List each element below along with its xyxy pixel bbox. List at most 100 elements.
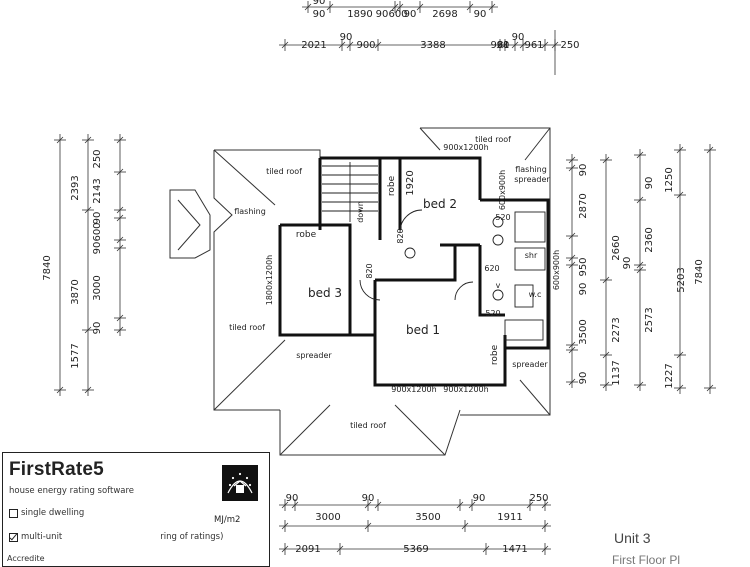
top-row2-label: 90 bbox=[497, 40, 510, 51]
bottom-row1-label: 90 bbox=[473, 493, 486, 504]
top-row2-label: 250 bbox=[560, 40, 579, 51]
right-row3-label: 90 bbox=[644, 177, 655, 190]
bottom-row3-label: 1471 bbox=[502, 544, 527, 555]
roof-edge bbox=[213, 149, 321, 411]
roof-edge bbox=[279, 404, 331, 456]
roof-outline bbox=[169, 127, 551, 456]
left-row1-label: 90 bbox=[92, 322, 103, 335]
bottom-row1-label: 250 bbox=[529, 493, 548, 504]
accredited-label: Accredite bbox=[7, 554, 45, 563]
single-dwelling-option: single dwelling bbox=[9, 508, 84, 518]
right-row3-label: 2360 bbox=[644, 227, 655, 252]
top-row2-label: 90 bbox=[340, 32, 353, 43]
multi-unit-option: multi-unit ring of ratings) bbox=[9, 532, 223, 542]
left-total-label: 7840 bbox=[42, 255, 53, 280]
door-width-label: 520 bbox=[485, 309, 500, 318]
top-row2-label: 3388 bbox=[420, 40, 445, 51]
roof-edge bbox=[169, 189, 211, 259]
wc-label: w.c bbox=[529, 290, 542, 299]
plan-title: First Floor Pl bbox=[612, 553, 681, 567]
vanity-bench bbox=[504, 319, 544, 341]
bottom-row2-label: 3500 bbox=[415, 512, 440, 523]
door-width-label: 820 bbox=[365, 263, 374, 278]
basin-icon bbox=[492, 216, 504, 228]
robe-label: robe bbox=[387, 175, 397, 196]
unit-label: Unit 3 bbox=[614, 530, 651, 546]
roof-edge bbox=[420, 127, 551, 416]
roof-edge bbox=[279, 409, 461, 456]
robe-label: robe bbox=[490, 344, 500, 365]
bed-1-label: bed 1 bbox=[406, 323, 440, 337]
toilet-icon bbox=[514, 284, 534, 308]
firstrate-stamp: FirstRate5 house energy rating software … bbox=[2, 452, 270, 567]
bottom-row3-label: 5369 bbox=[403, 544, 428, 555]
door-swing bbox=[454, 281, 474, 301]
energy-unit: MJ/m2 bbox=[214, 515, 241, 525]
top-row1-label: 90 bbox=[474, 9, 487, 20]
shower-tray bbox=[514, 211, 546, 243]
roof-edge bbox=[394, 404, 446, 456]
shower-label: shr bbox=[525, 251, 538, 260]
dim-1920-label: 1920 bbox=[405, 170, 416, 195]
left-row2-label: 1577 bbox=[70, 343, 81, 368]
right-row1-label: 90 bbox=[578, 164, 589, 177]
bottom-row2-label: 1911 bbox=[497, 512, 522, 523]
flashing-label: flashing bbox=[515, 165, 547, 174]
fixtures bbox=[322, 162, 546, 341]
dimension-lines bbox=[54, 1, 716, 555]
bottom-row1-label: 90 bbox=[286, 493, 299, 504]
right-row1-label: 90 bbox=[578, 283, 589, 296]
right-row1-label: 90 bbox=[578, 372, 589, 385]
window-label: 900x1200h bbox=[443, 385, 488, 394]
door-width-label: 520 bbox=[495, 213, 510, 222]
multi-unit-label: multi-unit bbox=[21, 532, 63, 542]
bottom-row1-label: 90 bbox=[362, 493, 375, 504]
window-label: 600x900h bbox=[498, 170, 507, 210]
vanity-label: v bbox=[496, 281, 501, 290]
flashing-label: flashing bbox=[234, 207, 266, 216]
wall bbox=[373, 280, 507, 387]
basin-icon bbox=[492, 234, 504, 246]
wall bbox=[278, 225, 375, 337]
right-row4-label: 1250 bbox=[664, 167, 675, 192]
shower-tray bbox=[514, 247, 546, 271]
roof-edge bbox=[213, 149, 276, 206]
right-total-label: 7840 bbox=[694, 259, 705, 284]
walls bbox=[278, 156, 550, 387]
window-label: 1800x1200h bbox=[265, 255, 274, 306]
firstrate-house-logo-icon bbox=[222, 465, 258, 501]
wall bbox=[320, 156, 482, 200]
top-row2-label: 2021 bbox=[301, 40, 326, 51]
tiled-roof-label: tiled roof bbox=[229, 323, 265, 332]
spreader-label: spreader bbox=[296, 351, 332, 360]
left-row1-label: 3000 bbox=[92, 275, 103, 300]
window-label: 900x1200h bbox=[391, 385, 436, 394]
top-row1-label: 600 bbox=[388, 9, 407, 20]
right-row2-label: 2660 bbox=[611, 235, 622, 260]
right-row3-label: 90 bbox=[622, 257, 633, 270]
left-row2-label: 2393 bbox=[70, 175, 81, 200]
roof-edge bbox=[524, 127, 551, 161]
tiled-roof-label: tiled roof bbox=[266, 167, 302, 176]
roof-edge bbox=[519, 379, 551, 416]
tiled-roof-label: tiled roof bbox=[350, 421, 386, 430]
right-row4-label: 1227 bbox=[664, 363, 675, 388]
top-row2-label: 961 bbox=[524, 40, 543, 51]
wall bbox=[480, 198, 550, 350]
left-row2-label: 3870 bbox=[70, 279, 81, 304]
multi-unit-note: ring of ratings) bbox=[160, 532, 224, 542]
firstrate-title: FirstRate5 bbox=[9, 459, 104, 480]
top-row1-label: 90 bbox=[376, 9, 389, 20]
spreader-label: spreader bbox=[512, 360, 548, 369]
top-row2-label: 900 bbox=[356, 40, 375, 51]
top-row1-label: 90 bbox=[313, 0, 326, 7]
door-width-label: 620 bbox=[484, 264, 499, 273]
window-label: 900x1200h bbox=[443, 143, 488, 152]
right-row1-label: 3500 bbox=[578, 319, 589, 344]
single-dwelling-checkbox bbox=[9, 508, 18, 518]
roof-edge bbox=[177, 199, 201, 251]
multi-unit-checkbox bbox=[9, 532, 18, 542]
bed-2-label: bed 2 bbox=[423, 197, 457, 211]
window-label: 600x900h bbox=[552, 250, 561, 290]
